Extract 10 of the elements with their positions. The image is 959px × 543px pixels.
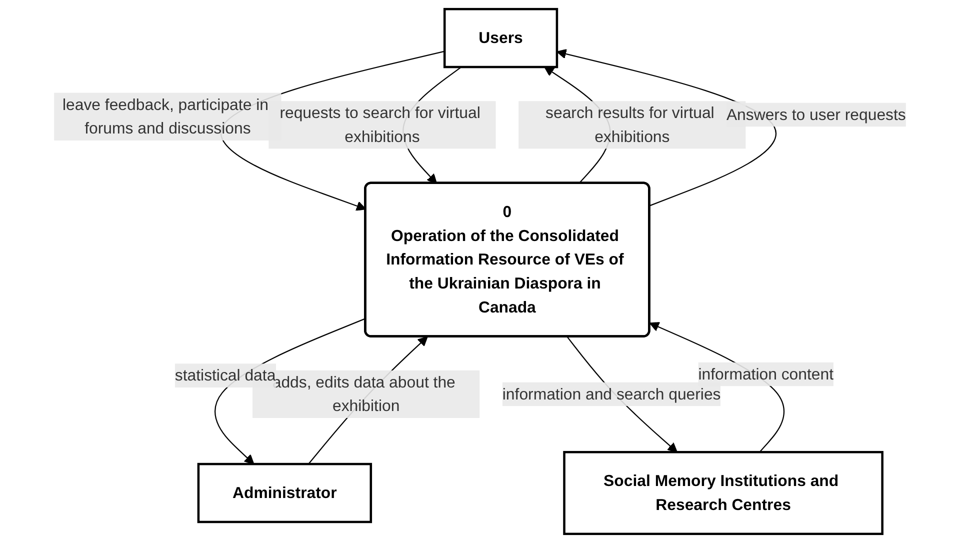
node-box: Users [442,8,558,68]
edge-label: leave feedback, participate in forums and discussions [62,95,268,138]
edge-label: search results for virtual exhibitions [545,103,714,146]
edge-label: Answers to user requests [726,105,906,124]
edge-label: information and search queries [502,384,720,403]
arrow [556,49,776,206]
node-box: Administrator [196,462,372,524]
edge-label: requests to search for virtual exhibitions [279,103,480,146]
edge-label: information content [698,364,834,383]
node-box: Social Memory Institutions and Research Centres [562,450,883,536]
